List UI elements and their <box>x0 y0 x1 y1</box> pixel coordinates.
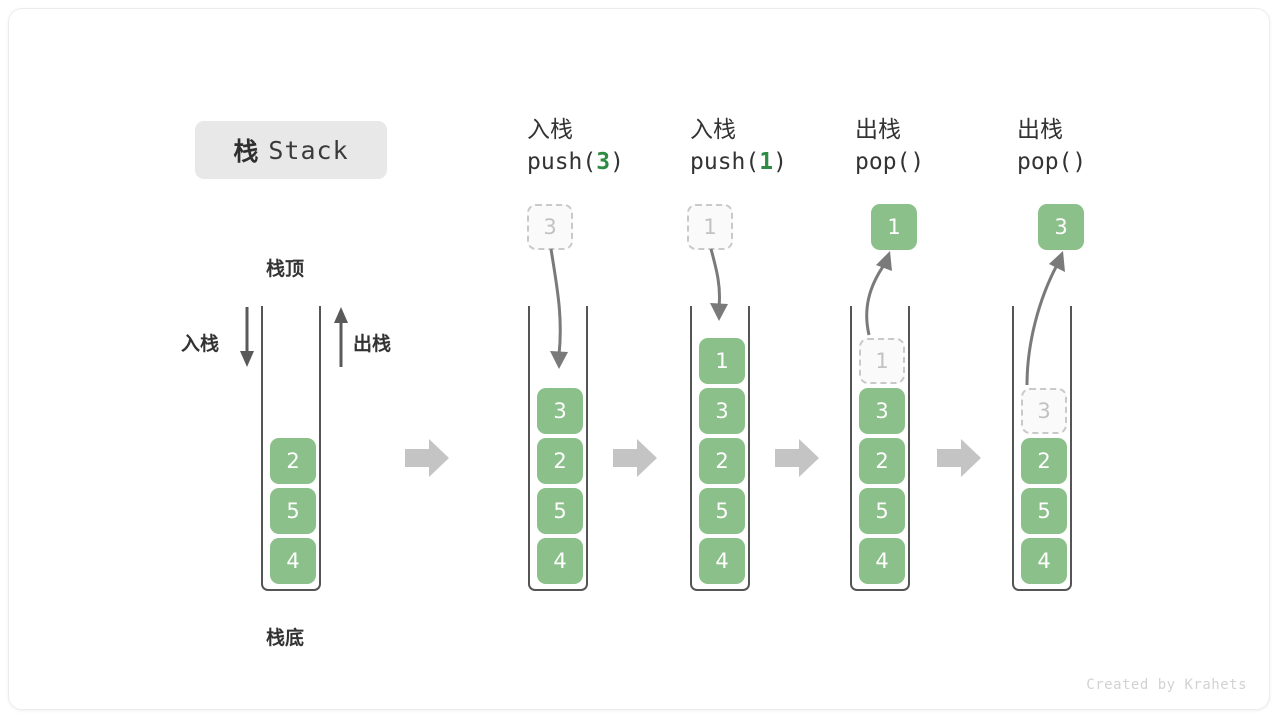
stack-cells-initial: 2 5 4 <box>270 438 316 584</box>
stack-cells-push-1: 1 3 2 5 4 <box>699 338 745 584</box>
stack-cell: 3 <box>537 388 583 434</box>
floating-cell-push-3: 3 <box>527 204 573 250</box>
stack-bottom-label: 栈底 <box>266 627 305 649</box>
diagram-title-cn: 栈 <box>233 137 259 166</box>
code-prefix: pop( <box>855 149 911 175</box>
block-arrow-right-icon <box>775 439 819 477</box>
stack-cell: 4 <box>270 538 316 584</box>
block-arrow-right-icon <box>613 439 657 477</box>
stack-container-pop-1: 1 3 2 5 4 <box>850 306 910 591</box>
push-direction-label: 入栈 <box>181 333 220 355</box>
stack-cell: 5 <box>537 488 583 534</box>
footer-credit: Created by Krahets <box>1086 677 1247 693</box>
floating-cell-pop-3: 3 <box>1038 204 1084 250</box>
stack-cell: 2 <box>859 438 905 484</box>
stack-cell-ghost: 3 <box>1021 388 1067 434</box>
stage-header-push-3: 入栈 push(3) <box>527 115 697 179</box>
push-arrow-3-icon <box>549 248 568 369</box>
code-arg: 1 <box>759 149 774 175</box>
code-suffix: ) <box>1072 149 1087 175</box>
stack-cell: 5 <box>1021 488 1067 534</box>
code-suffix: ) <box>610 149 624 175</box>
stack-cell: 3 <box>859 388 905 434</box>
floating-cell-push-1: 1 <box>687 204 733 250</box>
stack-container-initial: 2 5 4 <box>261 306 321 591</box>
stack-cell: 3 <box>699 388 745 434</box>
block-arrow-right-icon <box>937 439 981 477</box>
stack-cell: 1 <box>699 338 745 384</box>
stage-op-code: push(3) <box>527 145 697 179</box>
stack-cell: 2 <box>1021 438 1067 484</box>
stack-cell: 5 <box>699 488 745 534</box>
stack-container-pop-3: 3 2 5 4 <box>1012 306 1072 591</box>
stack-cell: 4 <box>699 538 745 584</box>
stage-header-push-1: 入栈 push(1) <box>690 115 860 179</box>
pop-direction-arrow-icon <box>334 307 348 367</box>
code-prefix: pop( <box>1017 149 1073 175</box>
code-prefix: push( <box>527 149 597 175</box>
stage-op-code: pop() <box>855 145 1025 179</box>
stage-header-pop-1: 出栈 pop() <box>855 115 1025 179</box>
stack-cell: 4 <box>859 538 905 584</box>
stack-cell: 5 <box>270 488 316 534</box>
stack-cells-pop-3: 3 2 5 4 <box>1021 388 1067 584</box>
stage-op-label: 入栈 <box>690 117 736 143</box>
push-direction-arrow-icon <box>240 307 254 367</box>
code-arg: 3 <box>596 149 611 175</box>
stack-container-push-1: 1 3 2 5 4 <box>690 306 750 591</box>
pop-arrow-1-icon <box>865 251 892 336</box>
pop-arrow-3-icon <box>1025 251 1065 386</box>
stage-op-code: pop() <box>1017 145 1187 179</box>
diagram-title-en: Stack <box>268 135 349 165</box>
block-arrow-right-icon <box>405 439 449 477</box>
stage-op-label: 出栈 <box>855 117 901 143</box>
diagram-card: 栈 Stack 栈顶 栈底 入栈 出栈 2 5 4 入栈 push(3) 3 <box>8 8 1270 710</box>
stage-op-label: 入栈 <box>527 117 573 143</box>
stage-op-code: push(1) <box>690 145 860 179</box>
stack-cell-ghost: 1 <box>859 338 905 384</box>
code-suffix: ) <box>910 149 925 175</box>
stage-op-label: 出栈 <box>1017 117 1063 143</box>
stack-cell: 2 <box>699 438 745 484</box>
pop-direction-label: 出栈 <box>353 333 392 355</box>
code-prefix: push( <box>690 149 760 175</box>
diagram-title-chip: 栈 Stack <box>195 121 387 179</box>
push-arrow-1-icon <box>709 248 728 321</box>
stack-top-label: 栈顶 <box>266 258 305 280</box>
stack-cell: 4 <box>537 538 583 584</box>
stack-cell: 4 <box>1021 538 1067 584</box>
stack-container-push-3: 3 2 5 4 <box>528 306 588 591</box>
stack-cells-pop-1: 1 3 2 5 4 <box>859 338 905 584</box>
stack-cell: 2 <box>270 438 316 484</box>
stack-cell: 5 <box>859 488 905 534</box>
floating-cell-pop-1: 1 <box>871 204 917 250</box>
stack-cell: 2 <box>537 438 583 484</box>
code-suffix: ) <box>773 149 787 175</box>
stack-cells-push-3: 3 2 5 4 <box>537 388 583 584</box>
stage-header-pop-3: 出栈 pop() <box>1017 115 1187 179</box>
